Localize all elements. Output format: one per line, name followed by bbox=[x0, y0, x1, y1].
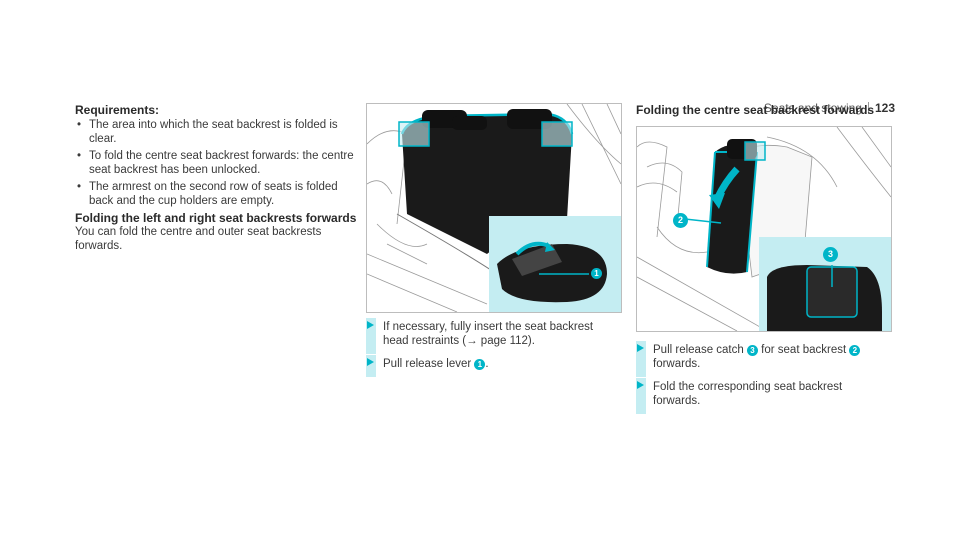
requirements-heading: Requirements: bbox=[75, 103, 160, 117]
step-arrow-icon bbox=[367, 321, 374, 329]
step-text-mid: for seat backrest bbox=[757, 344, 850, 356]
step-bar bbox=[636, 378, 646, 414]
header-divider bbox=[867, 102, 869, 114]
rear-seats-illustration: 1 bbox=[366, 103, 622, 313]
step-bar bbox=[636, 341, 646, 377]
step-text-end: forwards. bbox=[653, 358, 701, 370]
step-text: Pull release lever bbox=[383, 358, 475, 370]
step-arrow-icon bbox=[637, 381, 644, 389]
step-bar bbox=[366, 355, 376, 377]
callout-2: 2 bbox=[673, 213, 688, 228]
step-item: Pull release catch 3 for seat backrest 2… bbox=[636, 341, 890, 377]
callout-3: 3 bbox=[823, 247, 838, 262]
step-item: If necessary, fully insert the seat back… bbox=[366, 318, 620, 354]
requirement-item: The area into which the seat backrest is… bbox=[77, 118, 360, 146]
step-text: Pull release catch bbox=[653, 344, 747, 356]
section-text: You can fold the centre and outer seat b… bbox=[75, 226, 322, 252]
step-text: Fold the corresponding seat backrest for… bbox=[653, 381, 843, 407]
step-bar bbox=[366, 318, 376, 354]
link-arrow-icon: → bbox=[466, 335, 478, 347]
requirements-column: Requirements: The area into which the se… bbox=[75, 103, 360, 253]
centre-section-heading: Folding the centre seat backrest forward… bbox=[636, 103, 875, 117]
section-heading: Folding the left and right seat backrest… bbox=[75, 211, 357, 225]
callout-ref-2: 2 bbox=[849, 345, 861, 356]
requirements-list: The area into which the seat backrest is… bbox=[75, 118, 360, 208]
centre-seat-illustration: 2 3 bbox=[636, 126, 892, 332]
page-header: Seats and stowing 123 bbox=[764, 101, 895, 115]
step-arrow-icon bbox=[637, 344, 644, 352]
section-title: Seats and stowing bbox=[763, 101, 862, 115]
step-text-end: . bbox=[485, 358, 489, 370]
step-text: If necessary, fully insert the seat back… bbox=[383, 321, 594, 347]
rear-seats-drawing bbox=[367, 104, 621, 312]
callout-1: 1 bbox=[591, 268, 602, 279]
requirement-item: The armrest on the second row of seats i… bbox=[77, 180, 360, 208]
step-item: Pull release lever 1. bbox=[366, 355, 620, 377]
page-number: 123 bbox=[874, 101, 895, 115]
step-item: Fold the corresponding seat backrest for… bbox=[636, 378, 890, 414]
steps-centre: Pull release catch 3 for seat backrest 2… bbox=[636, 341, 890, 417]
requirement-item: To fold the centre seat backrest forward… bbox=[77, 149, 360, 177]
callout-ref-1: 1 bbox=[474, 359, 486, 370]
centre-seat-section: Folding the centre seat backrest forward… bbox=[636, 103, 874, 117]
centre-seat-drawing bbox=[637, 127, 891, 331]
steps-left-right: If necessary, fully insert the seat back… bbox=[366, 318, 620, 380]
callout-ref-3: 3 bbox=[746, 345, 758, 356]
step-arrow-icon bbox=[367, 358, 374, 366]
page-reference-link[interactable]: page 112). bbox=[477, 335, 535, 347]
